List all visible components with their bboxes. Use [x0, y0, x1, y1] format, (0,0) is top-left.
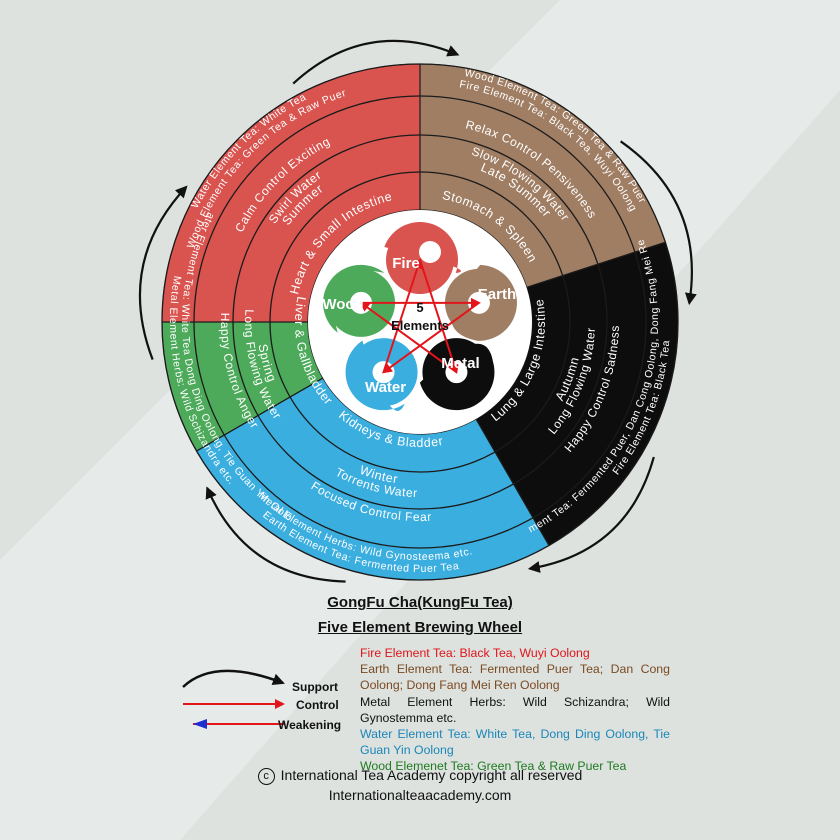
tea-item-earth: Earth Element Tea: Fermented Puer Tea; D…: [360, 662, 670, 693]
center-number: 5: [416, 300, 423, 315]
support-arrows: [138, 39, 697, 583]
sector-divider: [475, 418, 550, 546]
tea-item-wood: Wood Elemenet Tea: Green Tea & Raw Puer …: [360, 759, 627, 774]
support-arrow: [620, 140, 697, 306]
tea-item-metal: Metal Element Herbs: Wild Schizandra; Wi…: [360, 694, 670, 725]
tea-list: Fire Element Tea: Black Tea, Wuyi Oolong…: [360, 645, 670, 775]
control-arrow: [381, 302, 480, 374]
element-name-wood: Wood: [322, 296, 363, 313]
chart-subtitle: Five Element Brewing Wheel: [317, 619, 523, 636]
control-arrow: [382, 258, 423, 373]
legend-support-label: Support: [292, 680, 338, 694]
control-arrow: [419, 259, 459, 375]
element-name-metal: Metal: [441, 355, 479, 372]
website: Internationalteaacademy.com: [328, 787, 512, 803]
sector-divider: [526, 241, 666, 288]
copyright-text: International Tea Academy copyright all …: [280, 767, 583, 783]
support-arrow: [292, 39, 460, 85]
copyright-icon: c: [257, 768, 275, 785]
copyright-line: c International Tea Academy copyright all…: [0, 767, 840, 785]
element-dot-fire: [419, 241, 441, 263]
element-name-fire: Fire: [392, 255, 420, 272]
legend-weakening-label: Weakening: [278, 718, 342, 732]
sector-divider: [196, 377, 324, 452]
legend-arrows: [182, 669, 285, 729]
control-arrow: [359, 301, 458, 373]
tea-item-water: Water Element Tea: White Tea, Dong Ding …: [360, 727, 670, 758]
element-name-water: Water: [365, 379, 406, 396]
legend-control-label: Control: [296, 698, 339, 712]
center-label: Elements: [391, 318, 449, 333]
support-arrow: [205, 486, 346, 583]
support-arrow: [138, 185, 188, 360]
element-name-earth: Earth: [478, 286, 516, 303]
support-arrow: [527, 456, 655, 573]
tea-item-fire: Fire Element Tea: Black Tea, Wuyi Oolong: [360, 646, 590, 660]
support-arrow-icon: [182, 669, 285, 688]
chart-title: GongFu Cha(KungFu Tea): [327, 594, 513, 611]
